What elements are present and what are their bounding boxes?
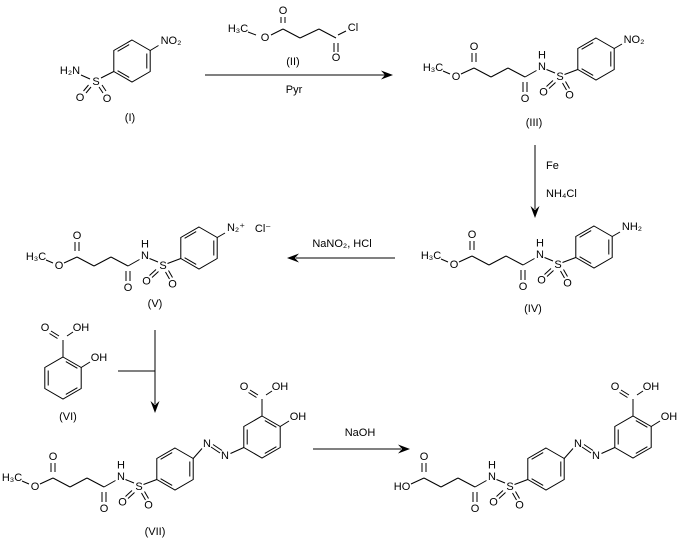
compound-v: N₂⁺ Cl⁻ (V)	[25, 222, 271, 310]
succinyl-chain	[419, 450, 529, 516]
nitro-label: NO₂	[624, 34, 645, 46]
compound-vii: (VII)	[1, 381, 306, 538]
sulfonyl-double-bond	[83, 84, 89, 92]
amine-label: H₂N	[60, 65, 80, 77]
bond	[282, 28, 301, 39]
compound-i: H₂N S O O NO₂ (I)	[60, 35, 181, 124]
reaction-arrow-step3: NaNO₂, HCl	[287, 238, 395, 263]
reagent-label: Fe	[546, 160, 559, 172]
compound-label-vi: (VI)	[59, 411, 77, 423]
sulfur-label: S	[92, 76, 99, 88]
compound-label-v: (V)	[148, 298, 163, 310]
arrowhead	[150, 401, 160, 413]
reaction-arrow-step1: Pyr	[205, 70, 393, 96]
acyl-oxygen-label: O	[332, 52, 341, 64]
chloride-counter-ion-label: Cl⁻	[255, 223, 271, 235]
bond	[337, 30, 347, 36]
bond	[80, 74, 91, 80]
nitro-label: NO₂	[161, 35, 182, 47]
arrowhead	[398, 444, 410, 454]
reaction-arrow-step2: Fe NH₄Cl	[530, 145, 577, 218]
bond	[100, 71, 115, 79]
reagent-label: NH₄Cl	[546, 188, 577, 200]
compound-label-iii: (III)	[526, 117, 543, 129]
benzene-ring	[180, 226, 218, 270]
bond	[247, 31, 257, 36]
bond	[611, 231, 621, 237]
arrowhead	[381, 70, 393, 80]
compound-vi: (VI)	[41, 322, 108, 423]
benzene-ring	[575, 225, 613, 269]
sulfonyl-oxygen-right-label: O	[103, 93, 112, 105]
sulfonyl-double-bond	[98, 86, 104, 94]
compound-label-i: (I)	[125, 112, 135, 124]
bond	[216, 232, 226, 238]
methyl-ester-head	[422, 61, 475, 84]
methyl-ester-head	[1, 471, 54, 494]
reaction-arrow-coupling	[118, 330, 160, 413]
final-product	[393, 381, 678, 516]
amine-label: NH₂	[622, 221, 642, 233]
arrowhead	[530, 206, 540, 218]
diazonium-label: N₂⁺	[227, 222, 245, 234]
benzene-ring	[527, 447, 565, 491]
sulfonyl-double-bond	[85, 86, 92, 94]
compound-label-iv: (IV)	[524, 303, 542, 315]
benzene-ring	[113, 39, 151, 83]
carbonyl-oxygen-label: O	[279, 5, 288, 17]
bond	[270, 28, 284, 36]
sulfonyl-double-bond	[101, 84, 107, 92]
reagent-label: NaOH	[345, 427, 376, 439]
compound-label-vii: (VII)	[145, 526, 166, 538]
chloride-label: Cl	[348, 22, 358, 34]
methyl-label: H₃C	[228, 23, 248, 35]
acid-head	[393, 477, 425, 494]
bond	[149, 45, 159, 51]
ester-oxygen-label: O	[261, 32, 270, 44]
sulfonyl-oxygen-left-label: O	[76, 92, 85, 104]
benzene-ring	[577, 37, 615, 81]
compound-iv: NH₂ (IV)	[420, 221, 642, 315]
arrowhead	[287, 253, 299, 263]
methyl-ester-head	[25, 250, 78, 273]
methyl-ester-head	[420, 249, 473, 272]
compound-iii: NO₂ (III)	[422, 34, 645, 129]
succinyl-chain	[469, 40, 579, 106]
salicylate-group	[41, 322, 108, 399]
bond	[299, 28, 320, 39]
reagent-label: NaNO₂, HCl	[312, 238, 371, 250]
bond	[613, 43, 623, 49]
reaction-arrow-step4: NaOH	[313, 427, 410, 454]
azo-salicylate-group	[193, 381, 306, 462]
compound-label-ii: (II)	[286, 56, 299, 68]
reagent-label: Pyr	[286, 84, 303, 96]
benzene-ring	[156, 447, 194, 491]
succinyl-chain	[48, 450, 158, 516]
bond	[318, 28, 337, 39]
succinyl-chain	[467, 228, 577, 294]
compound-ii: H₃C O O O Cl (II)	[228, 5, 358, 68]
succinyl-chain	[72, 229, 182, 295]
azo-salicylate-group	[564, 381, 677, 462]
